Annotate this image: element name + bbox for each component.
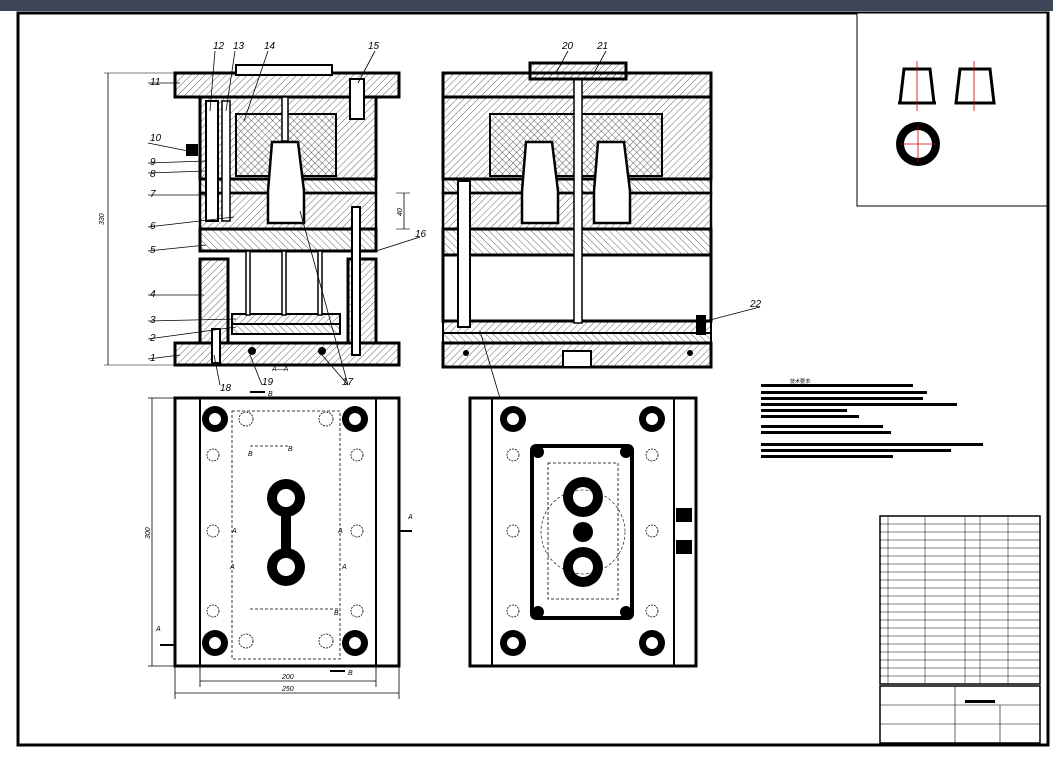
- part-12-label: 12: [213, 41, 225, 52]
- part-15-label: 15: [368, 41, 380, 52]
- parts-list-table: [879, 515, 1041, 685]
- section-a-right-label: A: [407, 514, 413, 521]
- section-a-mark-1: A: [231, 528, 237, 535]
- right-section-view: [441, 61, 713, 369]
- section-a-mark-2: A: [337, 528, 343, 535]
- section-a-left-label: A: [155, 626, 161, 633]
- part-7-label: 7: [150, 189, 156, 200]
- height-dim-text: 330: [99, 213, 106, 225]
- left-leaders: [147, 50, 421, 386]
- title-block: [879, 685, 1041, 744]
- part-16-label: 16: [415, 229, 427, 240]
- section-b-mark-2: B: [288, 446, 293, 453]
- technical-notes: [761, 384, 983, 458]
- section-b-bottom-label: B: [348, 670, 353, 677]
- tech-notes-title: 技术要求:: [790, 378, 811, 385]
- part-10-label: 10: [150, 133, 162, 144]
- inner-width-dim-text: 200: [281, 674, 294, 681]
- section-a-mark-3: A: [229, 564, 235, 571]
- section-a-mark-4: A: [341, 564, 347, 571]
- section-b-mark-3: B: [334, 610, 339, 617]
- part-18-label: 18: [220, 383, 232, 394]
- product-detail-view: [856, 12, 1048, 207]
- section-b-mark-1: B: [248, 451, 253, 458]
- part-1-label: 1: [150, 353, 156, 364]
- part-11-label: 11: [150, 77, 160, 88]
- part-22-label: 22: [749, 299, 762, 310]
- part-17-label: 17: [342, 377, 354, 388]
- part-20-label: 20: [561, 41, 574, 52]
- drawing-border: [16, 11, 1050, 747]
- section-markers: A—A B B B A A A A A A B B: [155, 366, 413, 677]
- drawing-sheet: 11 12 13 14 15 10 9 8 7 6 5 4 3 2 1 16 1…: [0, 11, 1053, 755]
- plate-dim-text: 40: [397, 208, 404, 216]
- section-aa-label: A—A: [271, 366, 289, 373]
- window-title-bar: [0, 0, 1053, 11]
- left-plan-view: [160, 391, 412, 672]
- part-21-label: 21: [596, 41, 608, 52]
- dimension-labels: 330 40 200 250 300: [99, 208, 404, 693]
- height-dimension: [104, 72, 410, 366]
- part-8-label: 8: [150, 169, 156, 180]
- part-3-label: 3: [150, 315, 156, 326]
- side-height-dim-text: 300: [145, 527, 152, 539]
- right-leaders: [479, 50, 761, 406]
- outer-width-dim-text: 250: [281, 686, 294, 693]
- part-2-label: 2: [149, 333, 156, 344]
- part-5-label: 5: [150, 245, 156, 256]
- width-dimensions: [148, 397, 400, 699]
- left-section-view: [173, 64, 401, 367]
- section-b-top-label: B: [268, 391, 273, 398]
- part-13-label: 13: [233, 41, 245, 52]
- part-4-label: 4: [150, 289, 156, 300]
- part-9-label: 9: [150, 157, 156, 168]
- part-14-label: 14: [264, 41, 276, 52]
- mold-assembly-drawing: 11 12 13 14 15 10 9 8 7 6 5 4 3 2 1 16 1…: [16, 11, 1050, 747]
- right-plan-view: [468, 396, 698, 668]
- part-6-label: 6: [150, 221, 156, 232]
- part-labels: 11 12 13 14 15 10 9 8 7 6 5 4 3 2 1 16 1…: [149, 41, 762, 394]
- part-19-label: 19: [262, 377, 274, 388]
